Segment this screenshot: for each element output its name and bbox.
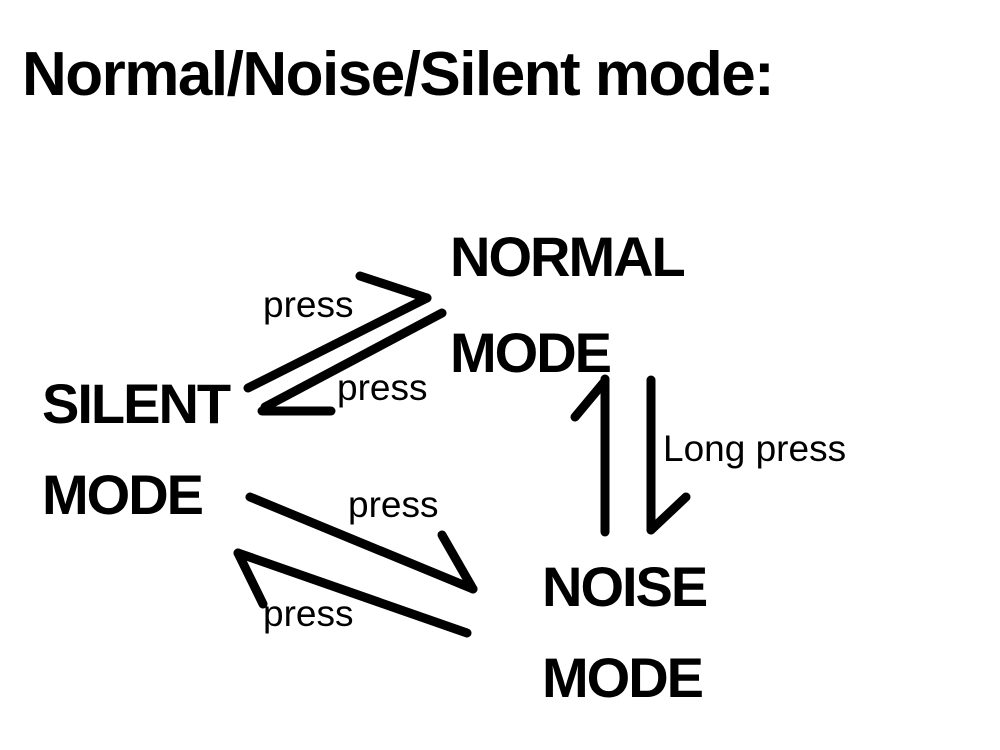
arrow-shaft (245, 492, 478, 594)
page-title: Normal/Noise/Silent mode : (22, 40, 775, 109)
page-title-colon: : (754, 40, 773, 109)
node-normal-mode: NORMAL MODE (450, 225, 687, 384)
page-title-text: Normal/Noise/Silent mode (22, 40, 754, 109)
node-noise-line1: NOISE (542, 555, 707, 618)
arrow-noise-to-normal (570, 374, 610, 537)
arrowhead-stroke (437, 530, 478, 594)
node-noise-line2: MODE (542, 646, 703, 709)
edge-label-silent-to-noise: press (348, 484, 438, 525)
node-silent-mode: SILENT MODE (42, 372, 233, 526)
node-normal-line2: MODE (450, 321, 611, 384)
arrow-normal-to-silent (257, 308, 447, 416)
edge-label-noise-to-silent: press (263, 593, 353, 634)
arrow-shaft (243, 293, 432, 393)
arrowhead-stroke (570, 376, 610, 422)
node-silent-line1: SILENT (42, 372, 231, 435)
arrowhead-stroke (355, 271, 432, 303)
node-silent-line2: MODE (42, 463, 203, 526)
node-noise-mode: NOISE MODE (542, 555, 709, 709)
arrowhead-stroke (646, 492, 691, 535)
arrowhead-stroke (233, 548, 268, 609)
arrow-normal-to-noise (646, 375, 691, 535)
arrow-shaft (233, 548, 472, 638)
arrow-silent-to-noise (245, 492, 478, 594)
node-normal-line1: NORMAL (450, 225, 685, 288)
edge-label-normal-to-silent: press (337, 367, 427, 408)
arrow-shaft (260, 308, 447, 412)
arrow-noise-to-silent (233, 548, 472, 638)
arrow-silent-to-normal (243, 271, 432, 393)
edge-label-silent-to-normal: press (263, 284, 353, 325)
edge-label-normal-to-noise: Long press (663, 428, 846, 469)
